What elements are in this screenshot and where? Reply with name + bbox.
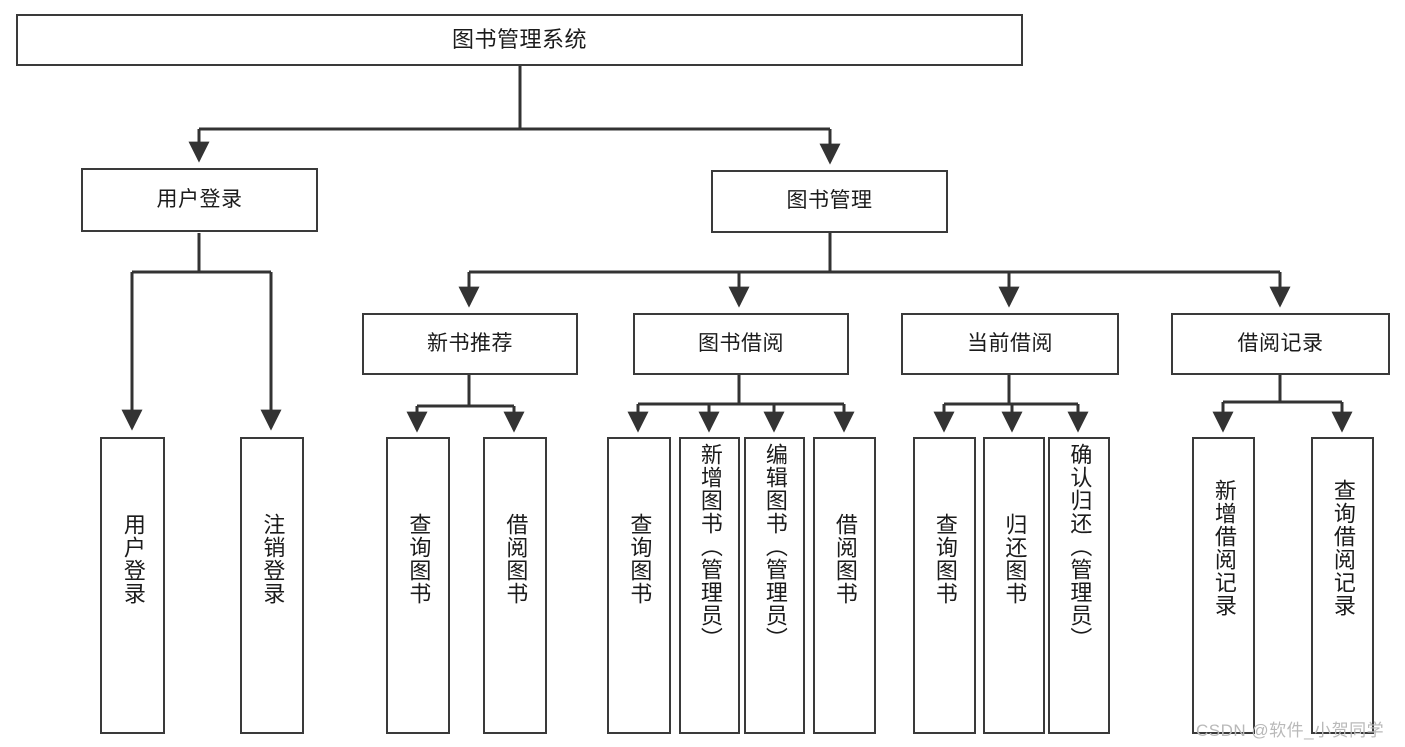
- node-label: 新增图书（管理员）: [697, 443, 723, 650]
- leaf-logout-login[interactable]: 注销登录: [240, 437, 304, 734]
- leaf-borrow-book-recommend[interactable]: 借阅图书: [483, 437, 547, 734]
- leaf-edit-book-admin[interactable]: 编辑图书（管理员）: [744, 437, 805, 734]
- node-current-borrow[interactable]: 当前借阅: [901, 313, 1119, 375]
- node-label: 新增借阅记录: [1211, 479, 1237, 617]
- leaf-return-book[interactable]: 归还图书: [983, 437, 1045, 734]
- leaf-query-book-current[interactable]: 查询图书: [913, 437, 976, 734]
- leaf-confirm-return-admin[interactable]: 确认归还（管理员）: [1048, 437, 1110, 734]
- node-borrow-record[interactable]: 借阅记录: [1171, 313, 1390, 375]
- node-label: 用户登录: [120, 513, 146, 605]
- node-label: 查询借阅记录: [1330, 479, 1356, 617]
- node-label: 编辑图书（管理员）: [762, 443, 788, 650]
- leaf-add-borrow-record[interactable]: 新增借阅记录: [1192, 437, 1255, 734]
- leaf-add-book-admin[interactable]: 新增图书（管理员）: [679, 437, 740, 734]
- leaf-user-login[interactable]: 用户登录: [100, 437, 165, 734]
- node-label: 查询图书: [627, 513, 653, 605]
- node-label: 确认归还（管理员）: [1067, 443, 1093, 650]
- leaf-query-book-borrow[interactable]: 查询图书: [607, 437, 671, 734]
- node-label: 新书推荐: [427, 331, 513, 355]
- node-user-login[interactable]: 用户登录: [81, 168, 318, 232]
- csdn-watermark: CSDN @软件_小贺同学: [1196, 721, 1385, 740]
- node-label: 查询图书: [932, 513, 958, 605]
- node-label: 注销登录: [260, 513, 286, 605]
- node-label: 图书管理: [786, 189, 873, 213]
- node-label: 用户登录: [156, 187, 243, 211]
- node-label: 借阅图书: [832, 513, 858, 605]
- leaf-query-borrow-record[interactable]: 查询借阅记录: [1311, 437, 1374, 734]
- node-label: 图书管理系统: [451, 27, 587, 53]
- node-label: 借阅记录: [1237, 331, 1324, 355]
- node-book-borrow[interactable]: 图书借阅: [633, 313, 849, 375]
- leaf-borrow-book-borrow[interactable]: 借阅图书: [813, 437, 876, 734]
- node-label: 当前借阅: [967, 331, 1053, 355]
- node-root-system[interactable]: 图书管理系统: [16, 14, 1023, 66]
- node-new-book-recommend[interactable]: 新书推荐: [362, 313, 578, 375]
- node-label: 借阅图书: [503, 513, 529, 605]
- leaf-query-book-recommend[interactable]: 查询图书: [386, 437, 450, 734]
- node-label: 图书借阅: [698, 331, 784, 355]
- node-label: 查询图书: [406, 513, 432, 605]
- node-book-management[interactable]: 图书管理: [711, 170, 948, 233]
- node-label: 归还图书: [1002, 513, 1028, 605]
